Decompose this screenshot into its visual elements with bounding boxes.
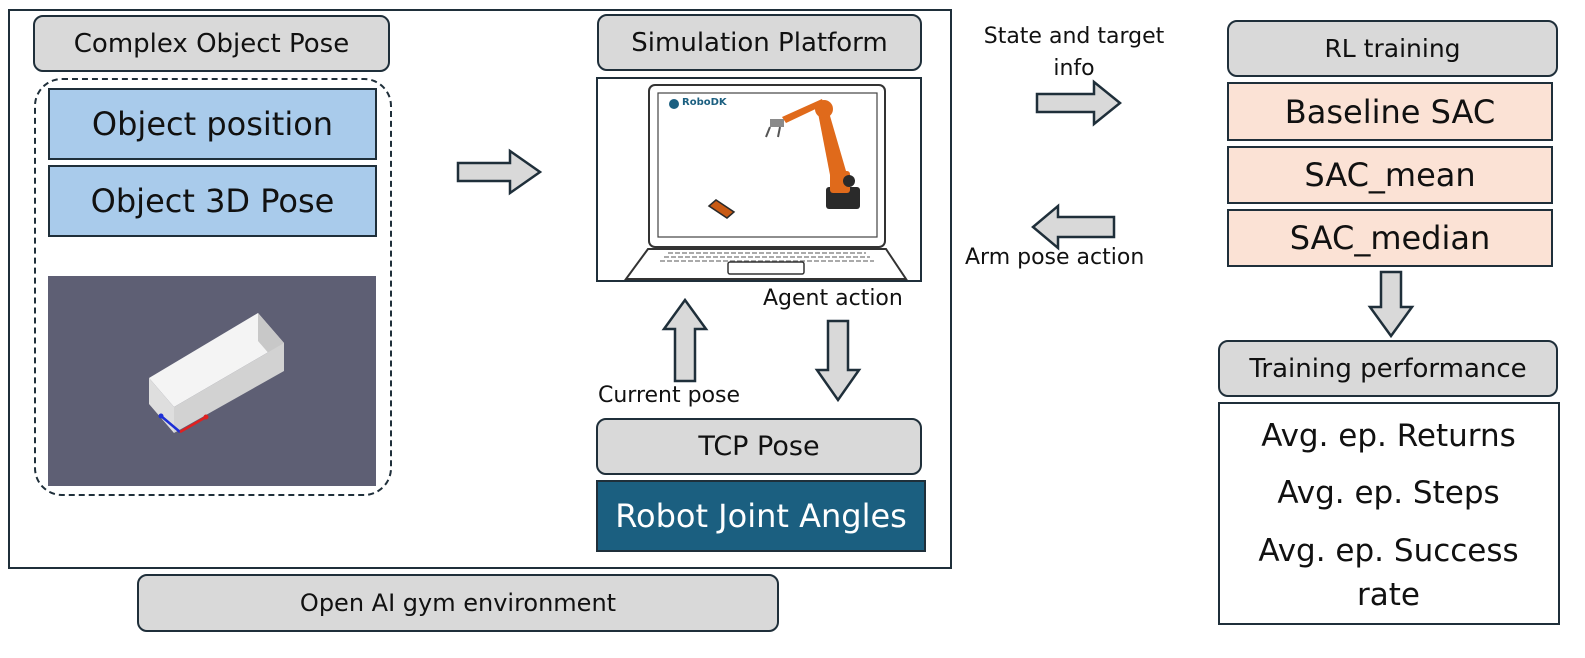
rl-training-header: RL training xyxy=(1227,20,1558,77)
cuboid-render xyxy=(149,313,284,434)
rl-training-label: RL training xyxy=(1324,34,1461,63)
tcp-pose-label: TCP Pose xyxy=(698,431,820,462)
object-position-box: Object position xyxy=(48,88,377,160)
complex-object-pose-header: Complex Object Pose xyxy=(33,15,390,72)
performance-metrics-box: Avg. ep. Returns Avg. ep. Steps Avg. ep.… xyxy=(1218,402,1560,625)
method-baseline-sac: Baseline SAC xyxy=(1227,82,1553,141)
tcp-pose-box: TCP Pose xyxy=(596,418,922,475)
method-baseline-sac-label: Baseline SAC xyxy=(1284,92,1496,131)
robot-joint-angles-label: Robot Joint Angles xyxy=(615,497,907,535)
arrow-right-to-rl xyxy=(1035,79,1122,127)
agent-action-label: Agent action xyxy=(763,286,903,311)
simulation-platform-label: Simulation Platform xyxy=(631,27,888,58)
method-sac-median-label: SAC_median xyxy=(1289,219,1491,257)
laptop-illustration xyxy=(624,84,908,280)
object-render-view xyxy=(48,276,376,486)
training-performance-label: Training performance xyxy=(1249,353,1527,384)
arm-pose-action-label: Arm pose action xyxy=(965,245,1145,270)
state-target-info-label: State and target info xyxy=(968,18,1180,88)
method-sac-mean-label: SAC_mean xyxy=(1304,156,1476,194)
method-sac-mean: SAC_mean xyxy=(1227,146,1553,204)
object-position-label: Object position xyxy=(91,105,334,143)
arrow-right-to-sim xyxy=(456,148,543,196)
gym-environment-frame xyxy=(8,9,952,569)
metric-steps: Avg. ep. Steps xyxy=(1277,475,1500,511)
state-target-line1: State and target xyxy=(983,24,1165,49)
arrow-left-from-rl xyxy=(1031,203,1116,251)
metric-success-rate: Avg. ep. Success rate xyxy=(1258,533,1519,613)
object-3d-pose-box: Object 3D Pose xyxy=(48,165,377,237)
robodk-logo: RoboDK xyxy=(682,97,727,108)
method-sac-median: SAC_median xyxy=(1227,209,1553,267)
simulation-laptop-image: RoboDK xyxy=(596,77,922,282)
simulation-platform-header: Simulation Platform xyxy=(597,14,922,71)
training-performance-header: Training performance xyxy=(1218,340,1558,397)
robot-joint-angles-box: Robot Joint Angles xyxy=(596,480,926,552)
object-pose-group xyxy=(34,78,392,496)
arrow-down-agent-action xyxy=(814,319,862,403)
current-pose-label: Current pose xyxy=(598,383,741,408)
arrow-up-current-pose xyxy=(661,297,709,383)
complex-object-pose-label: Complex Object Pose xyxy=(73,28,350,59)
state-target-line2: info xyxy=(1053,56,1095,81)
arrow-down-to-performance xyxy=(1367,270,1415,339)
gym-environment-label: Open AI gym environment xyxy=(299,589,617,617)
object-3d-pose-label: Object 3D Pose xyxy=(90,182,335,220)
gym-environment-label-box: Open AI gym environment xyxy=(137,574,779,632)
metric-returns: Avg. ep. Returns xyxy=(1261,418,1516,454)
